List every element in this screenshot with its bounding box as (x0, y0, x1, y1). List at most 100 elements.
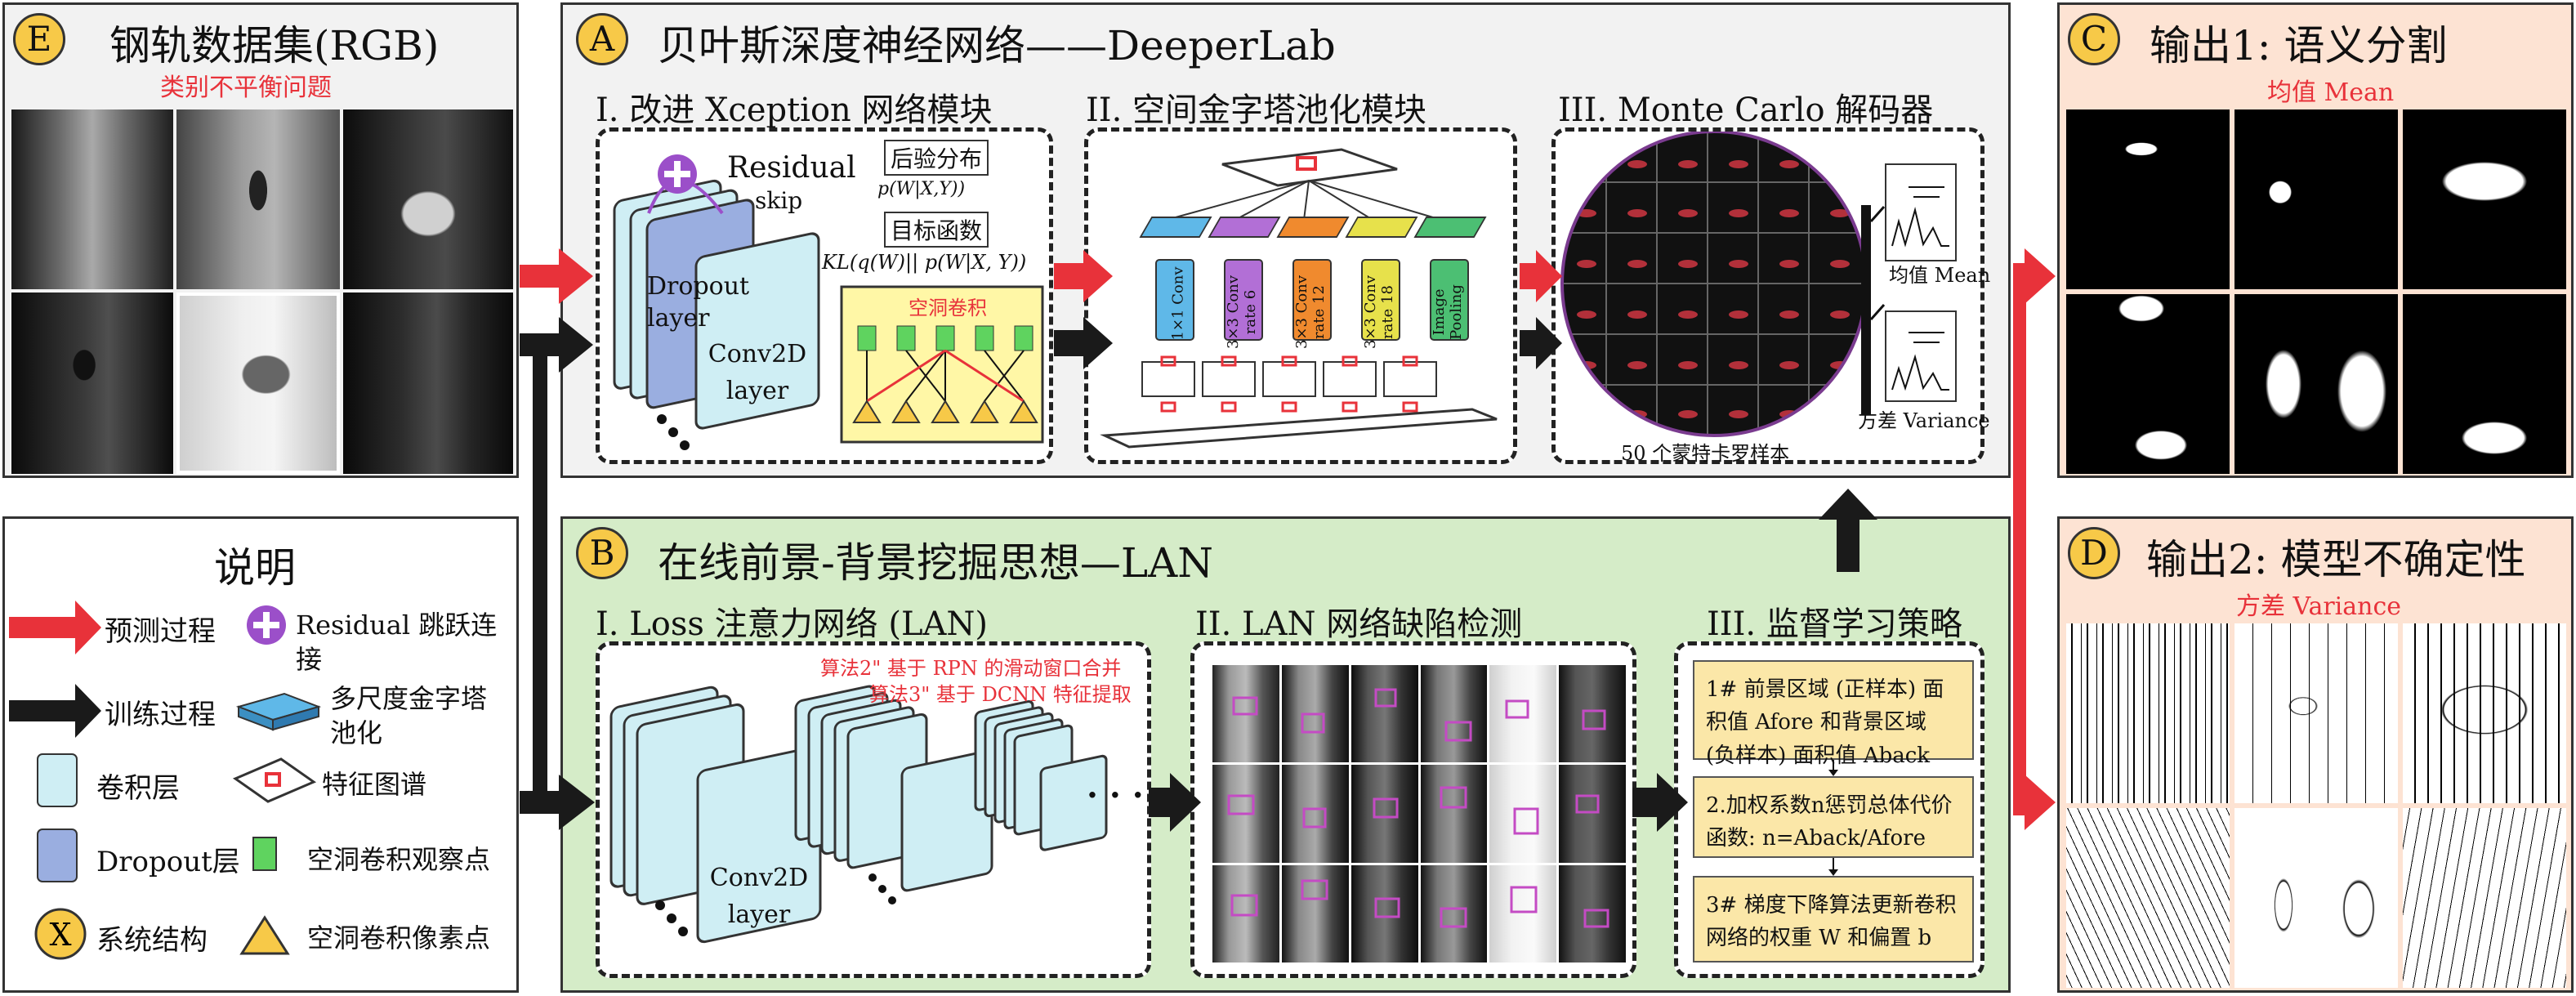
detection-boxes (1227, 688, 1609, 928)
aspp-conv-5 (1430, 259, 1469, 341)
arrow-to-uncertainty (2013, 775, 2056, 830)
var-map-2 (2234, 623, 2398, 803)
badge-d: D (2068, 527, 2120, 579)
rail-image-6 (343, 293, 513, 474)
legend-atrous-pixel (239, 915, 290, 955)
aspp-conv-3 (1292, 259, 1332, 341)
rail-image-5 (176, 293, 340, 474)
legend-feature-map (232, 757, 317, 803)
det-cell (1489, 765, 1557, 863)
aspp-conv-4 (1361, 259, 1400, 341)
badge-c: C (2068, 13, 2120, 65)
posterior-box: 后验分布 (884, 140, 989, 176)
aspp-graphics (1166, 148, 1442, 221)
atrous-label: 空洞卷积 (909, 297, 987, 319)
det-cell (1212, 864, 1279, 963)
uncertainty-title: 输出2: 模型不确定性 (2146, 536, 2526, 583)
uncertainty-subtitle: 方差 Variance (2236, 592, 2402, 621)
det-cell (1420, 665, 1488, 763)
det-cell (1351, 864, 1418, 963)
legend-conv-square (37, 753, 78, 807)
panel-uncertainty: D 输出2: 模型不确定性 方差 Variance (2057, 516, 2574, 993)
rail-image-3 (343, 109, 513, 289)
aspp-branch-1x1 (1139, 217, 1212, 357)
residual-label: Residual (727, 151, 856, 185)
dataset-title: 钢轨数据集(RGB) (109, 22, 440, 69)
strategy-module: 1# 前景区域 (正样本) 面积值 Afore 和背景区域 (负样本) 面积值 … (1674, 641, 1984, 978)
arrow-to-segmentation (2013, 248, 2056, 304)
conv2d-label: Conv2D layer (708, 340, 807, 405)
xception-module: Residual skip Dropout layer Conv2D layer… (596, 127, 1053, 464)
lan-graphics (609, 685, 1108, 944)
arrow-lan-to-detect (1149, 773, 1201, 832)
badge-b: B (576, 527, 628, 579)
var-map-6 (2403, 808, 2566, 988)
aspp-conv-1 (1155, 259, 1194, 341)
seg-mask-6 (2403, 294, 2566, 474)
strategy-step-2: 2.加权系数n惩罚总体代价函数: n=Aback/Afore (1693, 776, 1974, 858)
legend-train-arrow (9, 684, 101, 738)
det-cell (1351, 665, 1418, 763)
strategy-step-1: 1# 前景区域 (正样本) 面积值 Afore 和背景区域 (负样本) 面积值 … (1693, 660, 1974, 768)
detection-grid (1212, 665, 1626, 963)
aspp-conv-2 (1224, 259, 1263, 341)
panel-segmentation: C 输出1: 语义分割 均值 Mean (2057, 2, 2574, 478)
lan-module: 算法2" 基于 RPN 的滑动窗口合并 算法3" 基于 DCNN 特征提取 Co… (596, 641, 1166, 978)
lan-conv2d-label: Conv2D layer (709, 864, 809, 929)
aspp-module: 1×1 Conv 3×3 Conv rate 6 3×3 Conv rate 1… (1084, 127, 1517, 464)
rail-image-1 (11, 109, 173, 289)
rail-image-2 (176, 109, 340, 289)
lan-module1-title: I. Loss 注意力网络 (LAN) (596, 605, 989, 643)
legend-system-label: 系统结构 (96, 924, 208, 957)
arrow-e-to-b-train-stem (533, 345, 547, 809)
legend-atrous-pixel-label: 空洞卷积像素点 (307, 922, 491, 954)
lan-module3-title: III. 监督学习策略 (1707, 605, 1962, 643)
seg-mask-4 (2066, 294, 2230, 474)
legend-system-circle (34, 908, 87, 960)
det-cell (1489, 665, 1557, 763)
panel-dataset: E 钢轨数据集(RGB) 类别不平衡问题 (2, 2, 519, 478)
legend-pyramid-label: 多尺度金字塔池化 (330, 683, 488, 748)
arrow-e-to-a-train (520, 317, 593, 373)
seg-mask-3 (2403, 109, 2566, 289)
aspp-branch-rate18 (1345, 217, 1418, 357)
aspp-branch-rate6 (1208, 217, 1281, 357)
dropout-label: Dropout layer (647, 272, 750, 333)
detection-module (1190, 641, 1636, 978)
rail-image-4 (11, 293, 173, 474)
aspp-branch-pooling (1413, 217, 1487, 357)
uncertainty-grid (2066, 623, 2566, 988)
lan-algo3-label: 算法3" 基于 DCNN 特征提取 (869, 683, 1132, 706)
var-map-5 (2234, 808, 2398, 988)
arrow-m2-to-m3-train (1520, 317, 1562, 369)
lan-algo2-label: 算法2" 基于 RPN 的滑动窗口合并 (820, 657, 1122, 680)
panel-lan: B 在线前景-背景挖掘思想—LAN I. Loss 注意力网络 (LAN) II… (560, 516, 2011, 993)
legend-conv-label: 卷积层 (96, 772, 180, 805)
legend-graphics: X (9, 601, 322, 960)
arrow-m1-to-m2-predict (1054, 250, 1113, 302)
arrow-e-to-a-predict (520, 248, 593, 304)
var-map-1 (2066, 623, 2230, 803)
badge-a: A (576, 13, 628, 65)
det-cell (1489, 864, 1557, 963)
segmentation-grid (2066, 109, 2566, 474)
legend-title: 说明 (214, 544, 296, 592)
segmentation-subtitle: 均值 Mean (2267, 78, 2395, 107)
det-cell (1559, 665, 1626, 763)
seg-mask-2 (2234, 109, 2398, 289)
legend-atrous-obs-label: 空洞卷积观察点 (307, 844, 491, 875)
aspp-title: II. 空间金字塔池化模块 (1086, 92, 1427, 129)
legend-dropout-label: Dropout层 (96, 846, 240, 878)
xception-graphics (613, 154, 1044, 450)
legend-predict-arrow (9, 601, 101, 654)
arrow-e-to-b-train (520, 775, 595, 830)
legend-train-label: 训练过程 (105, 699, 216, 731)
det-cell (1420, 765, 1488, 863)
posterior-formula: p(W|X,Y)) (877, 179, 966, 199)
aspp-branch-rate12 (1276, 217, 1350, 357)
decoder-module: 均值 Mean 方差 Variance 50 个蒙特卡罗样本 (1551, 127, 1990, 465)
lan-title: 在线前景-背景挖掘思想—LAN (658, 539, 1213, 587)
seg-mask-1 (2066, 109, 2230, 289)
conv2d-layer (694, 232, 820, 430)
dataset-subtitle: 类别不平衡问题 (160, 74, 332, 102)
